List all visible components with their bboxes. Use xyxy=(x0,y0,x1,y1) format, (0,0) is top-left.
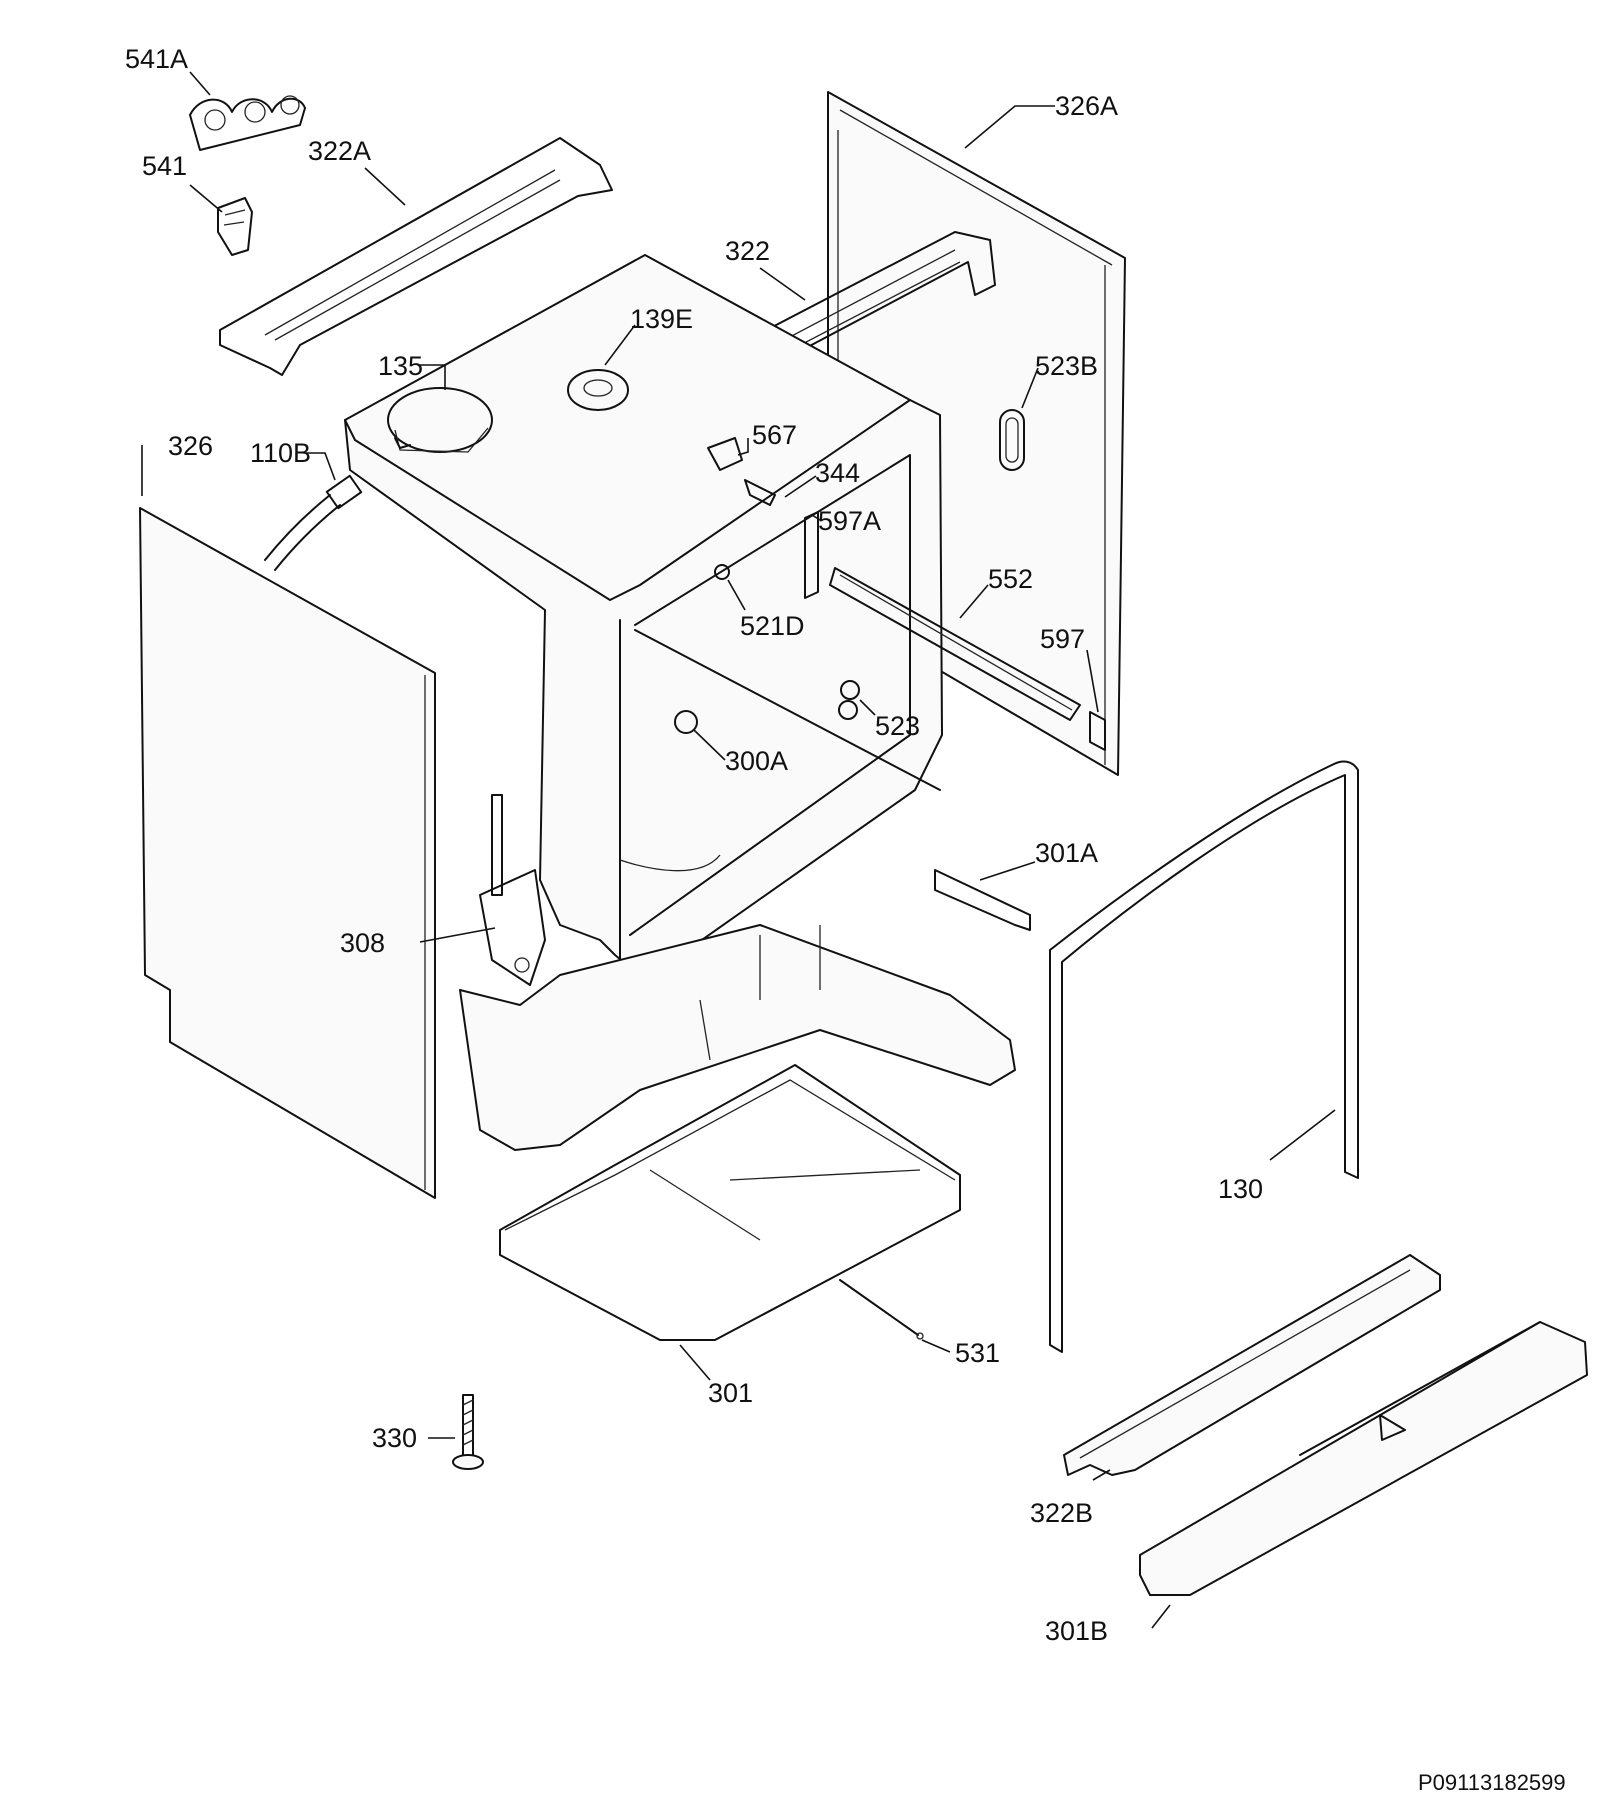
part-135-salt-container xyxy=(387,387,493,453)
label-326: 326 xyxy=(168,431,213,461)
label-326a: 326A xyxy=(1055,91,1118,121)
part-301-bottom-tray xyxy=(499,1064,961,1341)
label-552: 552 xyxy=(988,564,1033,594)
label-521d: 521D xyxy=(740,611,805,641)
label-523b: 523B xyxy=(1035,351,1098,381)
part-523-wheel-bracket xyxy=(838,680,860,720)
label-308: 308 xyxy=(340,928,385,958)
part-322b-lower-rail xyxy=(1063,1254,1441,1476)
label-541: 541 xyxy=(142,151,187,181)
label-135: 135 xyxy=(378,351,423,381)
label-531: 531 xyxy=(955,1338,1000,1368)
label-541a: 541A xyxy=(125,44,188,74)
part-139e-cap xyxy=(567,369,629,411)
part-597-clip xyxy=(1089,711,1106,751)
part-326-left-side-panel xyxy=(139,507,436,1199)
part-130-door-seal xyxy=(1049,760,1359,1353)
label-597a: 597A xyxy=(818,506,881,536)
label-567: 567 xyxy=(752,420,797,450)
label-300a: 300A xyxy=(725,746,788,776)
leader-lines xyxy=(141,71,1336,1629)
part-301b-kickplate xyxy=(1139,1321,1588,1596)
part-330-leveling-foot xyxy=(452,1394,484,1470)
label-301: 301 xyxy=(708,1378,753,1408)
part-567-clip xyxy=(707,437,743,471)
part-308-hinge xyxy=(479,794,546,986)
part-300a-nut xyxy=(674,710,698,734)
part-552-rail xyxy=(829,567,1081,721)
part-541a-clip-set xyxy=(189,95,306,151)
label-139e: 139E xyxy=(630,304,693,334)
part-523b-slot-cover xyxy=(999,409,1025,471)
label-301b: 301B xyxy=(1045,1616,1108,1646)
part-597a-slide xyxy=(804,511,819,599)
label-344: 344 xyxy=(815,458,860,488)
label-597: 597 xyxy=(1040,624,1085,654)
label-523: 523 xyxy=(875,711,920,741)
part-541-bracket xyxy=(217,197,253,256)
part-base-frame xyxy=(459,924,1016,1151)
part-531-rod xyxy=(839,1279,924,1340)
label-322a: 322A xyxy=(308,136,371,166)
diagram-reference-number: P09113182599 xyxy=(1418,1770,1566,1795)
part-521d-nut xyxy=(714,564,730,580)
label-130: 130 xyxy=(1218,1174,1263,1204)
label-322b: 322B xyxy=(1030,1498,1093,1528)
label-330: 330 xyxy=(372,1423,417,1453)
label-301a: 301A xyxy=(1035,838,1098,868)
part-110b-hose xyxy=(264,474,363,571)
label-110b: 110B xyxy=(250,438,311,468)
part-344-bracket xyxy=(744,479,776,506)
part-labels: 541A 541 322A 326A 322 139E 135 523B 326… xyxy=(125,44,1263,1646)
label-322: 322 xyxy=(725,236,770,266)
part-301a-handle xyxy=(934,869,1031,931)
part-322a-upper-rail xyxy=(219,137,613,376)
